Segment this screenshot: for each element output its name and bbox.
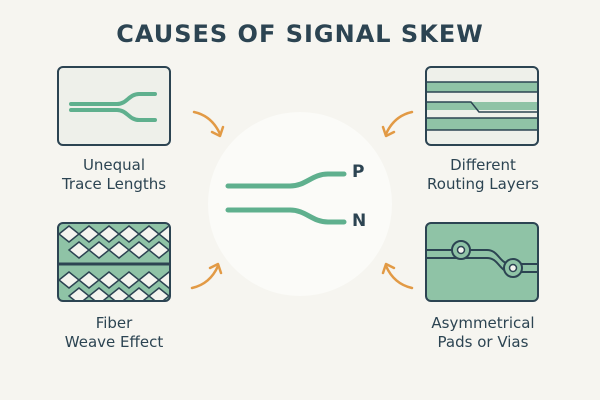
- arrow-top-right: [381, 110, 414, 138]
- different-routing-layers-card: [425, 66, 539, 146]
- arrow-bottom-left: [190, 262, 223, 290]
- asymmetrical-pads-card: [425, 222, 539, 302]
- label-line: Different: [450, 156, 516, 174]
- fiber-weave-icon: [59, 225, 169, 300]
- diagram-title: CAUSES OF SIGNAL SKEW: [116, 20, 484, 48]
- label-line: Asymmetrical: [431, 314, 535, 332]
- arrow-bottom-right: [381, 262, 414, 290]
- fiber-weave-effect-card: [57, 222, 171, 302]
- routing-layers-icon: [427, 81, 537, 131]
- label-line: Routing Layers: [427, 175, 539, 193]
- unequal-trace-lengths-card: [57, 66, 171, 146]
- arrow-top-left: [192, 110, 225, 138]
- label-line: Fiber: [95, 314, 133, 332]
- unequal-trace-lengths-label: Unequal Trace Lengths: [39, 156, 189, 194]
- unequal-traces-icon: [69, 92, 157, 122]
- differential-pair-traces: [225, 171, 347, 225]
- label-line: Trace Lengths: [61, 175, 167, 193]
- pads-vias-icon: [427, 240, 537, 278]
- label-line: Weave Effect: [64, 333, 164, 351]
- negative-trace-label: N: [352, 211, 367, 231]
- label-line: Unequal: [82, 156, 146, 174]
- positive-trace-label: P: [352, 162, 365, 182]
- different-routing-layers-label: Different Routing Layers: [408, 156, 558, 194]
- fiber-weave-effect-label: Fiber Weave Effect: [39, 314, 189, 352]
- differential-pair-circle: [208, 112, 392, 296]
- label-line: Pads or Vias: [437, 333, 529, 351]
- asymmetrical-pads-label: Asymmetrical Pads or Vias: [408, 314, 558, 352]
